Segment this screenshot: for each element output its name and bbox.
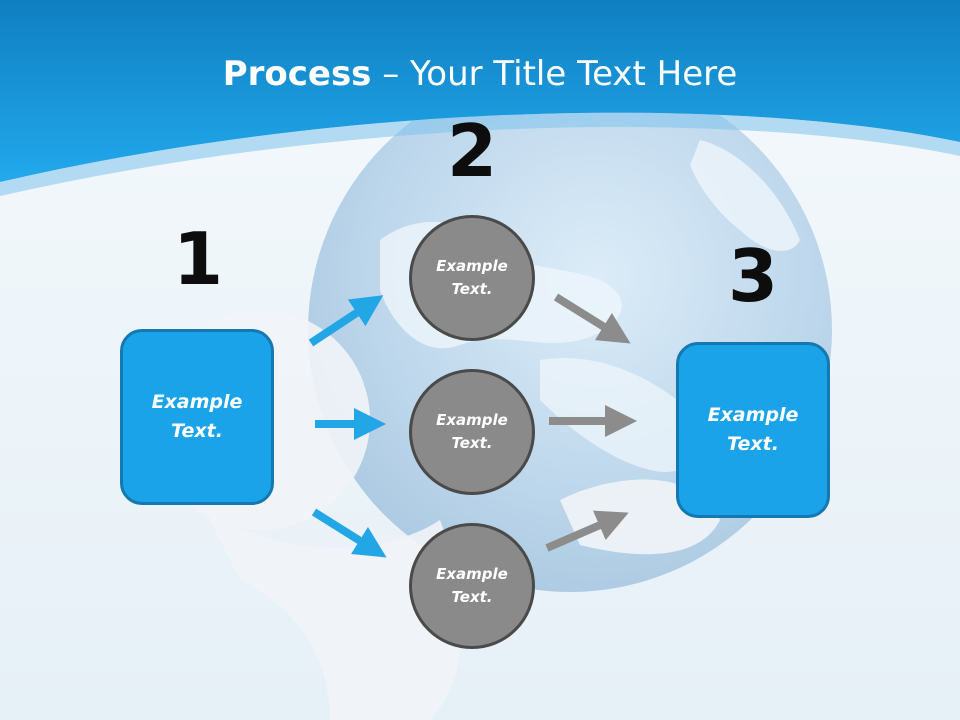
step-2-circle-top[interactable]: Example Text. [409,215,535,341]
circle-middle-label: Example Text. [436,411,508,452]
title-rest: – Your Title Text Here [371,54,738,94]
arrow-1-to-bottom [311,508,387,558]
step-2-circle-middle[interactable]: Example Text. [409,369,535,495]
step-1-label: Example Text. [151,391,243,442]
step-number-3: 3 [727,234,779,318]
arrow-1-to-top [308,295,384,347]
arrow-bottom-to-3 [545,510,629,552]
circle-bottom-label: Example Text. [436,565,508,606]
step-1-box[interactable]: Example Text. [120,329,274,505]
step-number-1: 1 [172,217,224,301]
title-bold: Process [222,54,372,94]
circle-top-label: Example Text. [436,257,508,298]
step-3-label: Example Text. [707,404,799,455]
header-band [0,0,960,182]
step-3-box[interactable]: Example Text. [676,342,830,518]
step-2-circle-bottom[interactable]: Example Text. [409,523,535,649]
arrow-top-to-3 [553,293,631,344]
slide-title: Process – Your Title Text Here [0,52,960,96]
step-number-2: 2 [446,109,498,193]
